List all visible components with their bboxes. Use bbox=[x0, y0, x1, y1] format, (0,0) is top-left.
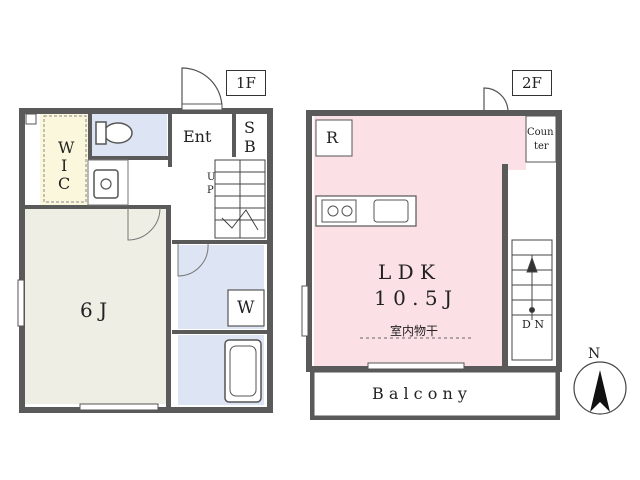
balcony-label: B a l c o n y bbox=[372, 384, 467, 403]
ldk-label: L D K bbox=[378, 260, 435, 284]
balcony-area bbox=[313, 371, 557, 417]
ldk-side-window bbox=[301, 285, 309, 337]
wic-label-i: I bbox=[61, 156, 68, 175]
floor1-badge: 1F bbox=[226, 70, 266, 96]
up-label-u: U bbox=[207, 172, 216, 183]
shoe-box-label-b: B bbox=[244, 137, 256, 156]
floor2-plan bbox=[301, 87, 562, 420]
north-arrow-icon bbox=[590, 370, 610, 412]
north-label: N bbox=[588, 346, 601, 362]
floor2-badge: 2F bbox=[512, 70, 552, 96]
ldk-window bbox=[367, 362, 465, 370]
counter-label-1: Coun bbox=[527, 127, 554, 138]
refrigerator-label: R bbox=[326, 128, 339, 147]
toilet-icon bbox=[103, 122, 133, 144]
entrance-door bbox=[181, 67, 223, 109]
sink-icon bbox=[93, 169, 119, 199]
shoe-box-label-s: S bbox=[244, 118, 255, 137]
bedroom-floor bbox=[24, 208, 168, 404]
wic-floor bbox=[40, 112, 90, 208]
stove-icon bbox=[321, 199, 357, 223]
washer-box bbox=[227, 289, 265, 327]
wash-door bbox=[177, 243, 209, 277]
down-label: D N bbox=[522, 318, 544, 331]
top-door-2f bbox=[483, 87, 509, 111]
bedroom-door bbox=[127, 207, 161, 241]
kitchen-sink-icon bbox=[373, 199, 409, 223]
refrigerator-box bbox=[315, 119, 353, 157]
counter-label-2: ter bbox=[534, 141, 549, 152]
drying-label: 室内物干 bbox=[390, 324, 439, 338]
entrance-label: Ent bbox=[183, 127, 212, 146]
bedroom-label: 6 J bbox=[80, 298, 108, 322]
compass-rose bbox=[573, 361, 627, 415]
wic-corner-icon bbox=[25, 113, 37, 125]
wic-label-c: C bbox=[58, 174, 71, 193]
up-label-p: P bbox=[207, 185, 214, 196]
washer-label: W bbox=[237, 298, 255, 318]
stairs-2f bbox=[511, 239, 553, 361]
wic-label-w: W bbox=[58, 138, 75, 157]
bedroom-window bbox=[79, 403, 159, 411]
bedroom-side-window bbox=[17, 279, 25, 327]
stairs-1f bbox=[214, 159, 266, 239]
ldk-size-label: 1 0 . 5 J bbox=[374, 286, 452, 310]
floor1-plan bbox=[17, 67, 273, 413]
